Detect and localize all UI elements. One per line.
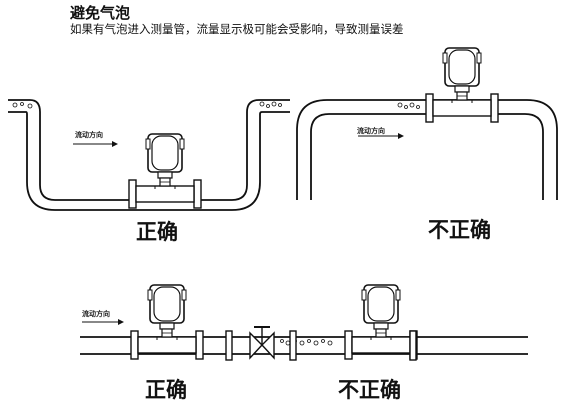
flow-arrow-bottom	[82, 319, 124, 325]
flowmeter-bottom-right	[344, 284, 418, 360]
label-correct-top: 正确	[136, 220, 178, 244]
bubbles-top-left	[12, 101, 282, 109]
flowmeter-top-right	[425, 47, 499, 123]
label-incorrect-top: 不正确	[428, 218, 491, 242]
pipe-couplings	[225, 330, 417, 361]
label-correct-bottom: 正确	[145, 378, 187, 402]
flow-direction-label-top-left: 流动方向	[75, 131, 103, 139]
flow-arrow-top-left	[73, 141, 118, 147]
bubbles-bottom	[280, 339, 333, 346]
label-incorrect-bottom: 不正确	[338, 378, 401, 402]
flow-arrow-top-right	[358, 133, 404, 139]
page-title: 避免气泡	[70, 4, 131, 22]
flowmeter-top-left	[128, 133, 202, 209]
flowmeter-bottom-left	[130, 284, 204, 360]
flow-direction-label-top-right: 流动方向	[357, 127, 385, 135]
valve	[249, 326, 275, 360]
page-subtitle: 如果有气泡进入测量管，流量显示极可能会受影响，导致测量误差	[70, 22, 404, 36]
flow-direction-label-bottom: 流动方向	[82, 310, 110, 318]
